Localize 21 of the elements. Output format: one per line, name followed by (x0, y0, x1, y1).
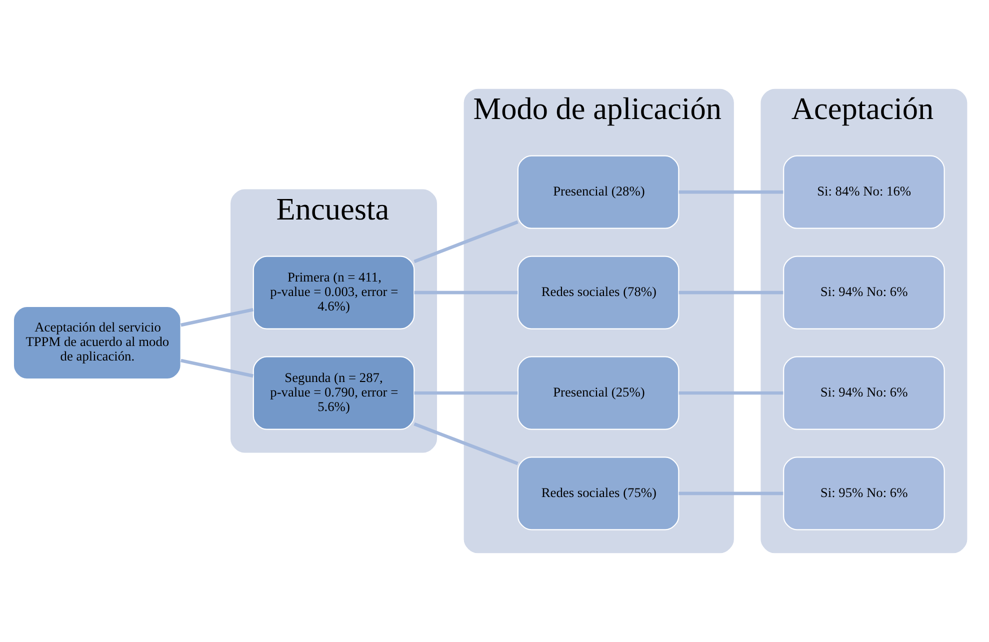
node-box: Redes sociales (78%) (517, 256, 680, 330)
connector (678, 391, 784, 395)
connector (180, 358, 254, 378)
connector (180, 308, 254, 327)
connector (414, 422, 518, 466)
node-box: Segunda (n = 287, p-value = 0.790, error = 5.6%) (252, 356, 415, 430)
node-box: Si: 95% No: 6% (783, 456, 945, 530)
connector (414, 391, 518, 395)
node-box: Presencial (25%) (517, 356, 680, 430)
node-box: Si: 84% No: 16% (783, 155, 945, 229)
connector (678, 290, 784, 294)
node-box: Presencial (28%) (517, 155, 680, 229)
connector (678, 190, 784, 194)
node-box: Aceptación del servicio TPPM de acuerdo al modo de aplicación. (12, 306, 182, 380)
connector (678, 492, 784, 496)
node-box: Redes sociales (75%) (517, 456, 680, 530)
node-box: Primera (n = 411, p-value = 0.003, error = 4.6%) (252, 256, 415, 330)
node-box: Si: 94% No: 6% (783, 356, 945, 430)
connector (414, 220, 518, 264)
connector (414, 290, 518, 294)
node-box: Si: 94% No: 6% (783, 256, 945, 330)
